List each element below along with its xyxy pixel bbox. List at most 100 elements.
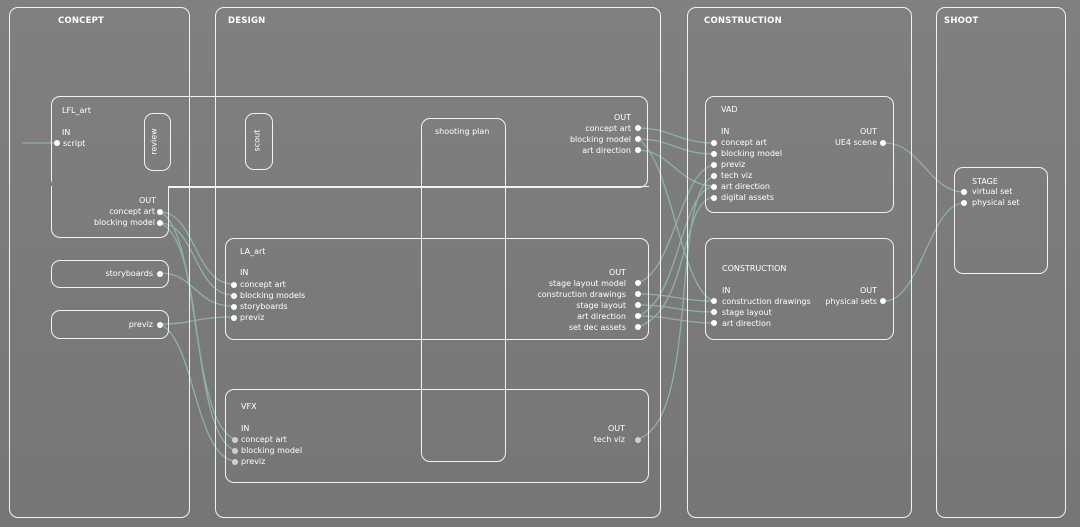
la-art-in-label: IN [240,268,249,277]
la-art-input-3: previz [240,313,265,322]
vad-in-port-2[interactable] [711,162,717,168]
wire-la-artdir-vad [637,185,715,317]
vfx-in-port-0[interactable] [232,437,238,443]
shooting-plan-label: shooting plan [435,127,490,136]
vad-in-label: IN [721,127,730,136]
vad-input-2: previz [721,160,746,169]
la-art-input-2: storyboards [240,302,288,311]
vad-title: VAD [721,105,738,114]
top-out-label: OUT [613,113,631,122]
construction-in-port-2[interactable] [711,320,717,326]
wire-lfl-blocking-la [159,222,234,296]
vad-in-port-5[interactable] [711,195,717,201]
vad-output-0: UE4 scene [834,138,877,147]
vad-in-port-0[interactable] [711,140,717,146]
stage-in-port-0[interactable] [961,189,967,195]
lfl-art-mask [52,180,168,190]
lfl-art-node-lower[interactable] [51,186,169,238]
previz-node[interactable] [51,310,169,339]
storyboards-port[interactable] [157,271,163,277]
la-art-out-port-4[interactable] [635,324,641,330]
lfl-art-blocking-port[interactable] [157,220,163,226]
la-art-output-0: stage layout model [548,279,626,288]
construction-node[interactable] [705,238,894,340]
vfx-out-port-0[interactable] [635,437,641,443]
la-art-output-3: art direction [577,312,626,321]
vfx-title: VFX [241,402,257,411]
vfx-in-port-2[interactable] [232,459,238,465]
lfl-art-title: LFL_art [62,106,91,115]
vfx-input-2: previz [241,457,266,466]
la-art-output-2: stage layout [576,301,626,310]
la-art-output-4: set dec assets [568,323,626,332]
lfl-art-concept-port[interactable] [157,209,163,215]
column-construction-title: CONSTRUCTION [704,16,782,26]
review-node[interactable] [144,113,171,171]
stage-node[interactable] [954,167,1048,274]
la-art-out-port-1[interactable] [635,291,641,297]
scout-node[interactable] [245,113,273,170]
wire-previz-vfx [159,323,235,462]
la-art-node[interactable] [225,238,649,340]
la-art-in-port-1[interactable] [231,293,237,299]
la-art-out-port-0[interactable] [635,280,641,286]
column-design-title: DESIGN [228,16,266,26]
lfl-art-output-blocking: blocking model [93,218,155,227]
vad-input-4: art direction [721,182,770,191]
construction-out-port-0[interactable] [880,298,886,304]
construction-input-0: construction drawings [722,297,811,306]
construction-input-1: stage layout [722,308,772,317]
top-out-artdir-port[interactable] [635,147,641,153]
vad-in-port-3[interactable] [711,173,717,179]
vad-in-port-1[interactable] [711,151,717,157]
lfl-art-in-label: IN [62,128,71,137]
vad-in-port-4[interactable] [711,184,717,190]
column-design [215,7,661,518]
column-shoot [936,7,1066,518]
la-art-input-1: blocking models [240,291,306,300]
lfl-art-script-port[interactable] [54,140,60,146]
la-art-in-port-3[interactable] [231,315,237,321]
column-concept-title: CONCEPT [58,16,105,26]
la-art-in-port-0[interactable] [231,282,237,288]
wire-lfl-blocking-vfx [159,222,235,451]
lfl-art-node[interactable] [51,96,648,188]
vfx-out-label: OUT [607,424,625,433]
top-out-blocking-port[interactable] [635,136,641,142]
vfx-node[interactable] [225,389,649,483]
stage-in-port-1[interactable] [961,200,967,206]
construction-output-0: physical sets [825,297,877,306]
construction-node-title: CONSTRUCTION [722,264,787,273]
vfx-output-0: tech viz [593,435,625,444]
lfl-art-output-concept: concept art [109,207,155,216]
vad-out-label: OUT [859,127,877,136]
vfx-in-label: IN [241,424,250,433]
wire-la-stage-vad [637,164,715,284]
la-art-in-port-2[interactable] [231,304,237,310]
wire-ue4-stage [884,142,965,193]
shooting-plan-node[interactable] [421,118,506,462]
top-out-concept-port[interactable] [635,125,641,131]
wire-story-la [159,272,234,307]
wire-lfl-concept-la [159,211,234,285]
construction-in-port-1[interactable] [711,309,717,315]
construction-in-port-0[interactable] [711,298,717,304]
vfx-in-port-1[interactable] [232,448,238,454]
vad-input-3: tech viz [721,171,753,180]
construction-in-label: IN [722,286,731,295]
lfl-art-out-label: OUT [138,196,156,205]
la-art-out-label: OUT [608,268,626,277]
vad-out-port-0[interactable] [880,140,886,146]
vfx-input-1: blocking model [241,446,303,455]
top-out-blocking: blocking model [569,135,631,144]
scout-label: scout [252,129,262,152]
lfl-art-divider [168,186,649,189]
vad-node[interactable] [705,96,894,213]
la-art-out-port-2[interactable] [635,302,641,308]
construction-out-label: OUT [859,286,877,295]
vad-input-1: blocking model [721,149,783,158]
previz-port[interactable] [157,322,163,328]
storyboards-node[interactable] [51,260,169,288]
la-art-out-port-3[interactable] [635,313,641,319]
